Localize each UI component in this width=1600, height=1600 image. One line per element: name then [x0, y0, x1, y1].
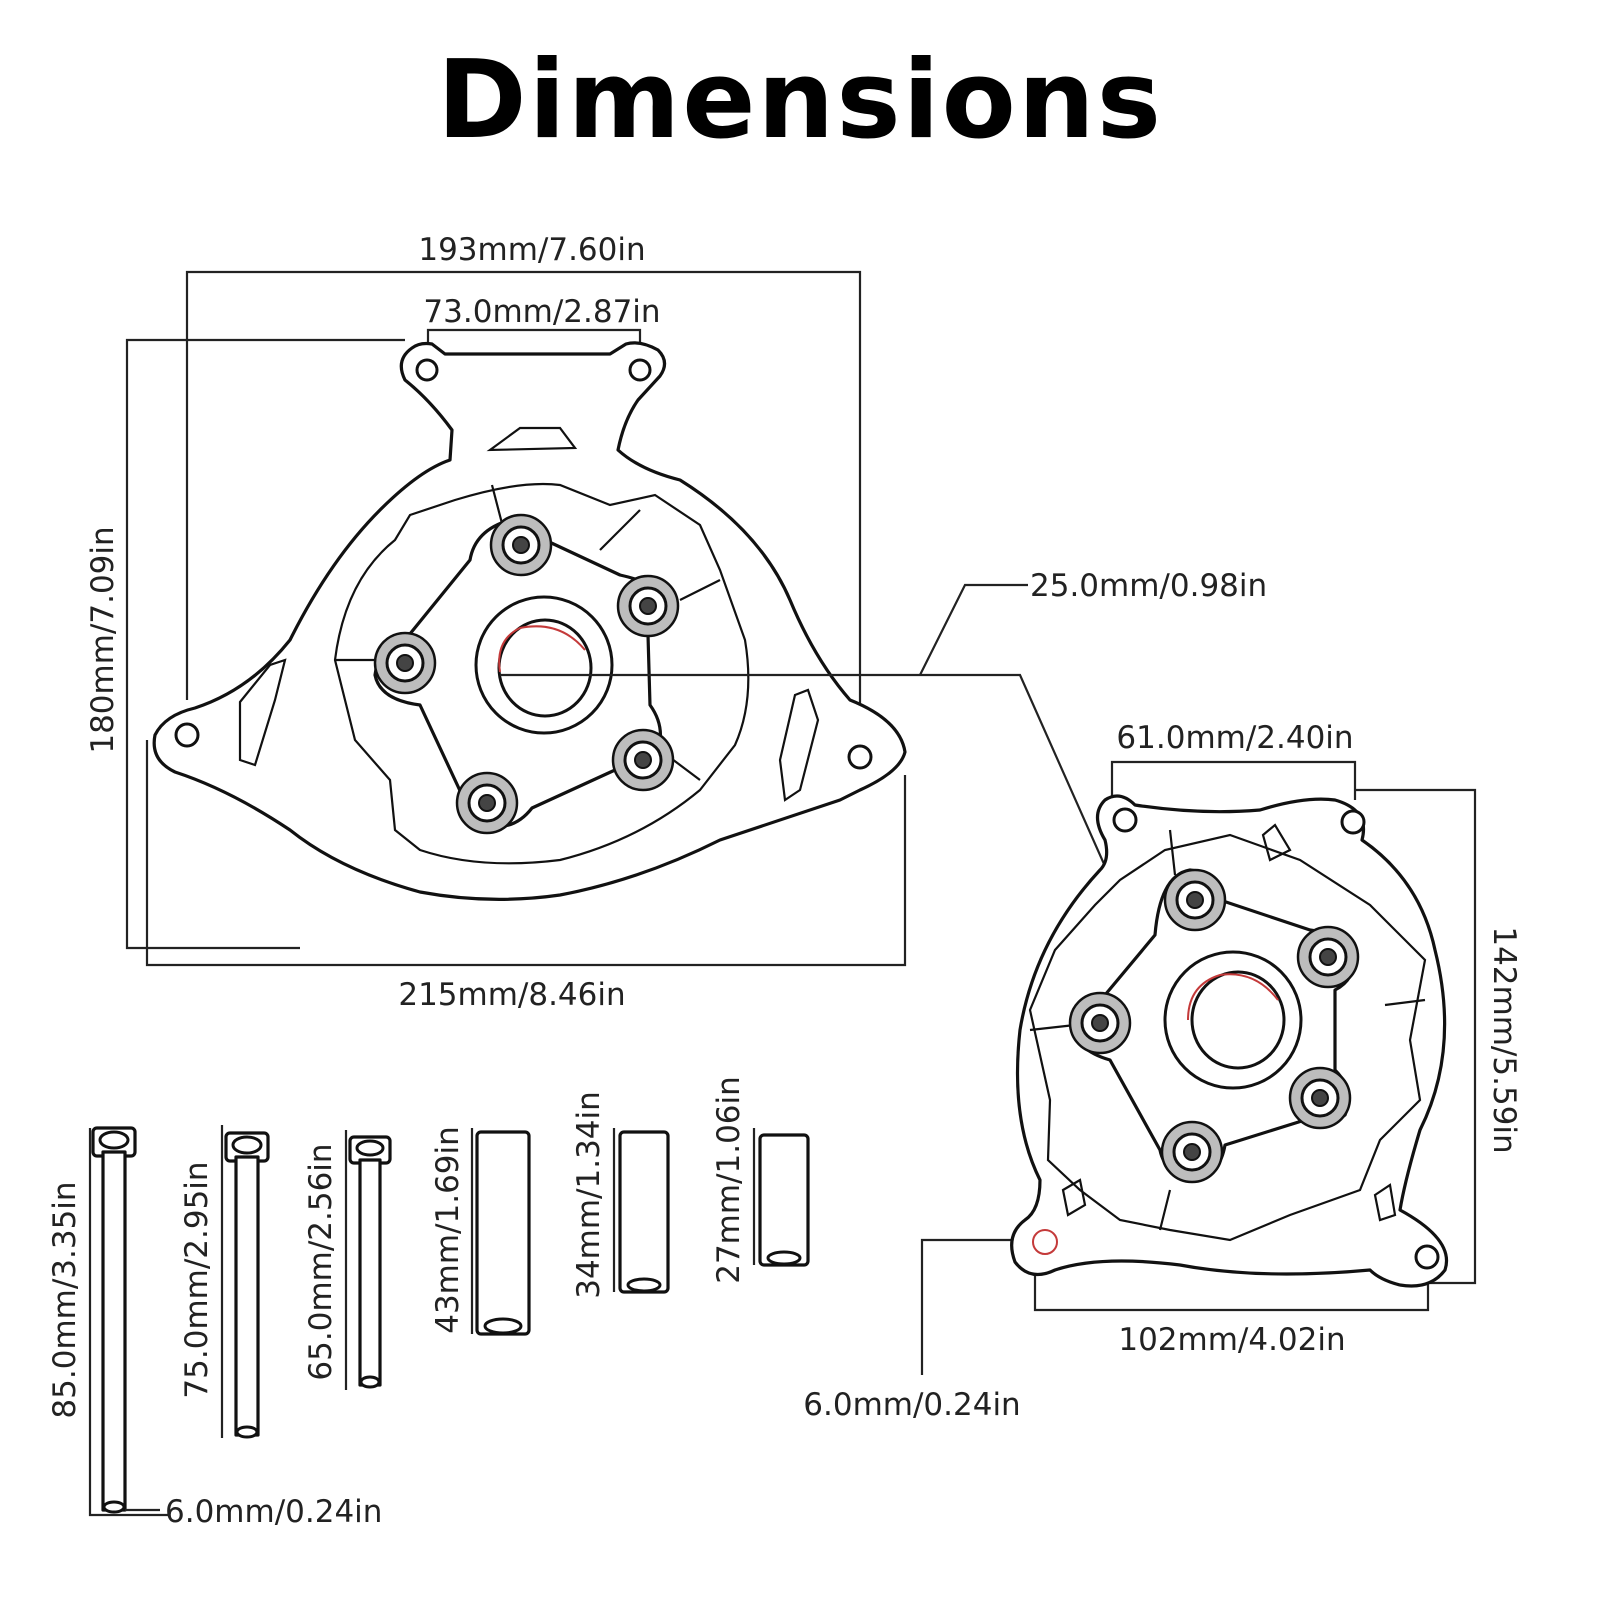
side-plate-inner-frame: [1028, 833, 1427, 1242]
label-73: 73.0mm/2.87in: [423, 294, 660, 330]
side-view-plate: [920, 760, 1477, 1375]
bore-highlight: [1187, 973, 1279, 1021]
label-215: 215mm/8.46in: [398, 977, 625, 1013]
dim-line-180: [125, 338, 405, 950]
side-mount-hole: [1340, 809, 1366, 835]
bolt-65: [344, 1130, 392, 1390]
label-bolt-75: 75.0mm/2.95in: [179, 1161, 215, 1398]
top-plate-left-cutout: [238, 658, 287, 767]
side-mount-hole-highlight: [1032, 1229, 1058, 1255]
side-bore-inner: [1190, 970, 1286, 1070]
top-mount-hole: [415, 358, 439, 382]
right-mount-hole: [847, 744, 873, 770]
side-hub-bolts: [1068, 868, 1360, 1184]
dim-line-6mm-side: [920, 1238, 1035, 1375]
label-spacer-43: 43mm/1.69in: [430, 1126, 466, 1334]
label-spacer-34: 34mm/1.34in: [571, 1091, 607, 1299]
spacers-group: [470, 1128, 810, 1336]
spoke: [1168, 829, 1177, 876]
top-bore-inner: [497, 618, 593, 718]
spoke: [679, 579, 721, 601]
bolt-75: [220, 1125, 270, 1439]
top-mount-hole: [628, 358, 652, 382]
label-25: 25.0mm/0.98in: [1030, 568, 1267, 604]
bore-callout-line: [919, 583, 1028, 676]
dim-line-193: [185, 270, 862, 730]
top-plate-inner-frame: [333, 482, 750, 865]
dim-line-61: [1110, 760, 1357, 820]
spoke: [1158, 1189, 1172, 1231]
side-mount-hole: [1414, 1244, 1440, 1270]
top-hub-bolts: [373, 513, 680, 835]
label-6mm-side: 6.0mm/0.24in: [803, 1387, 1020, 1423]
top-view-plate: [125, 270, 907, 967]
side-plate-notch: [1261, 823, 1292, 862]
dim-line-102: [1033, 1245, 1430, 1312]
dim-line-142: [1355, 788, 1477, 1285]
dim-line-215: [145, 740, 907, 967]
label-102: 102mm/4.02in: [1118, 1322, 1345, 1358]
spacer-34: [612, 1128, 670, 1294]
top-plate-slot: [486, 426, 578, 452]
label-spacer-27: 27mm/1.06in: [711, 1076, 747, 1284]
label-bolt-85: 85.0mm/3.35in: [47, 1181, 83, 1418]
label-61: 61.0mm/2.40in: [1116, 720, 1353, 756]
side-plate-cutout: [1373, 1183, 1397, 1222]
label-bolt-65: 65.0mm/2.56in: [303, 1143, 339, 1380]
bolts-group: [88, 1125, 392, 1517]
spoke: [1029, 1023, 1076, 1032]
top-plate-right-cutout: [778, 688, 820, 802]
label-193: 193mm/7.60in: [418, 232, 645, 268]
side-plate-cutout: [1061, 1178, 1087, 1217]
side-mount-hole: [1112, 807, 1138, 833]
label-142: 142mm/5.59in: [1486, 926, 1522, 1153]
spacer-27: [752, 1128, 810, 1267]
bolt-85: [88, 1126, 170, 1517]
left-mount-hole: [174, 722, 200, 748]
spoke: [599, 509, 641, 551]
bore-highlight: [498, 625, 586, 673]
spacer-43: [470, 1128, 531, 1336]
label-bolt-diameter: 6.0mm/0.24in: [165, 1494, 382, 1530]
spoke: [1384, 998, 1426, 1007]
page-title: Dimensions: [436, 38, 1163, 163]
label-180: 180mm/7.09in: [85, 526, 121, 753]
